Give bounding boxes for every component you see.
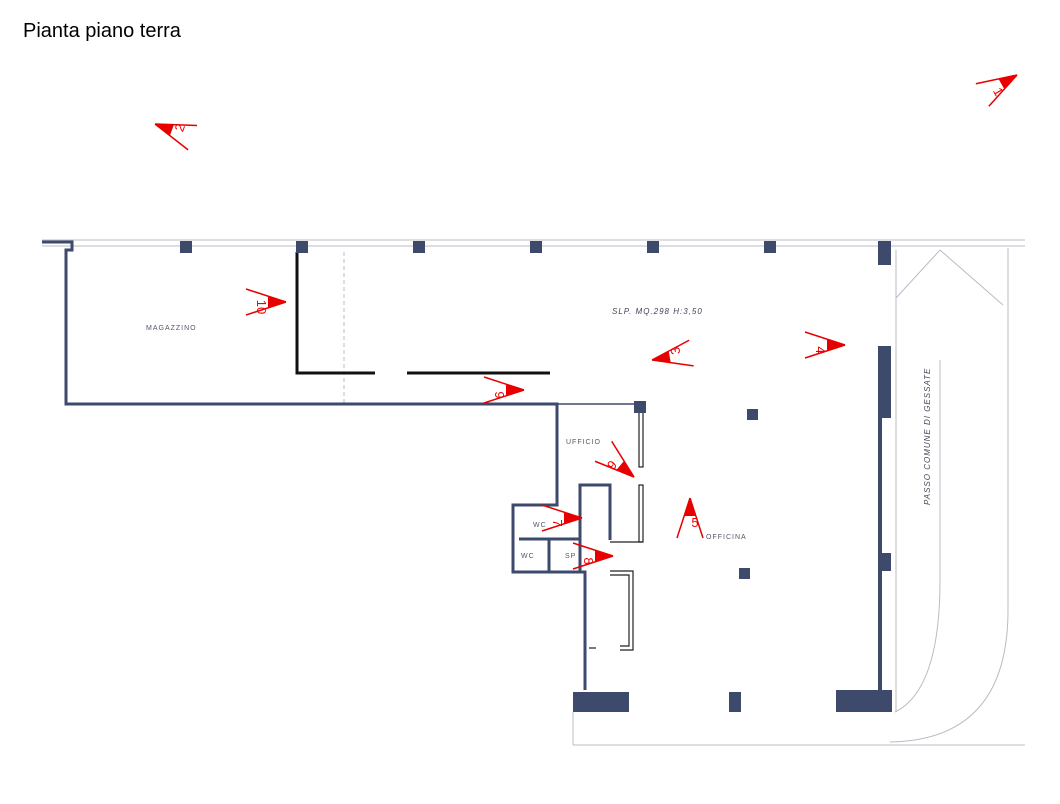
viewpoint-number: 7 — [550, 519, 565, 526]
viewpoint-marker-10: 10 — [245, 288, 287, 316]
columns — [180, 241, 892, 712]
viewpoint-marker-8: 8 — [572, 542, 614, 570]
viewpoint-marker-4: 4 — [804, 331, 846, 359]
viewpoint-markers: 1 2 3 4 5 6 7 8 9 10 — [154, 74, 1018, 570]
camera-arrow-icon — [827, 339, 845, 351]
room-label-officina: OFFICINA — [706, 534, 747, 541]
room-label-wc2: WC — [521, 553, 535, 560]
viewpoint-marker-1: 1 — [975, 74, 1018, 107]
viewpoint-number: 8 — [581, 557, 596, 564]
camera-arrow-icon — [506, 384, 524, 396]
camera-arrow-icon — [684, 498, 696, 516]
room-label-magazzino: MAGAZZINO — [146, 325, 197, 332]
viewpoint-marker-6: 6 — [594, 440, 635, 478]
camera-arrow-icon — [998, 75, 1017, 90]
camera-arrow-icon — [155, 124, 174, 136]
viewpoint-marker-2: 2 — [154, 122, 198, 151]
camera-arrow-icon — [616, 460, 634, 477]
viewpoint-number: 5 — [691, 515, 698, 530]
room-label-sp: SP — [565, 553, 576, 560]
partition-walls — [295, 252, 550, 375]
walls — [42, 240, 640, 690]
viewpoint-marker-5: 5 — [676, 497, 704, 539]
viewpoint-number: 9 — [492, 391, 507, 398]
camera-arrow-icon — [652, 350, 671, 363]
viewpoint-marker-7: 7 — [541, 504, 583, 532]
passage-annotation: PASSO COMUNE DI GESSATE — [923, 368, 932, 505]
page-title: Pianta piano terra — [23, 20, 181, 42]
room-label-wc1: WC — [533, 522, 547, 529]
viewpoint-number: 4 — [813, 346, 828, 353]
room-label-ufficio: UFFICIO — [566, 439, 601, 446]
viewpoint-number: 2 — [171, 122, 188, 134]
viewpoint-number: 10 — [254, 300, 269, 314]
area-annotation: SLP. MQ.298 H:3,50 — [612, 307, 703, 316]
camera-arrow-icon — [595, 550, 613, 562]
double-walls — [589, 409, 644, 651]
camera-arrow-icon — [268, 296, 286, 308]
viewpoint-marker-9: 9 — [483, 376, 525, 404]
camera-arrow-icon — [564, 512, 582, 524]
viewpoint-marker-3: 3 — [651, 339, 694, 367]
exterior-lines — [42, 239, 1025, 746]
viewpoint-number: 3 — [667, 346, 683, 356]
